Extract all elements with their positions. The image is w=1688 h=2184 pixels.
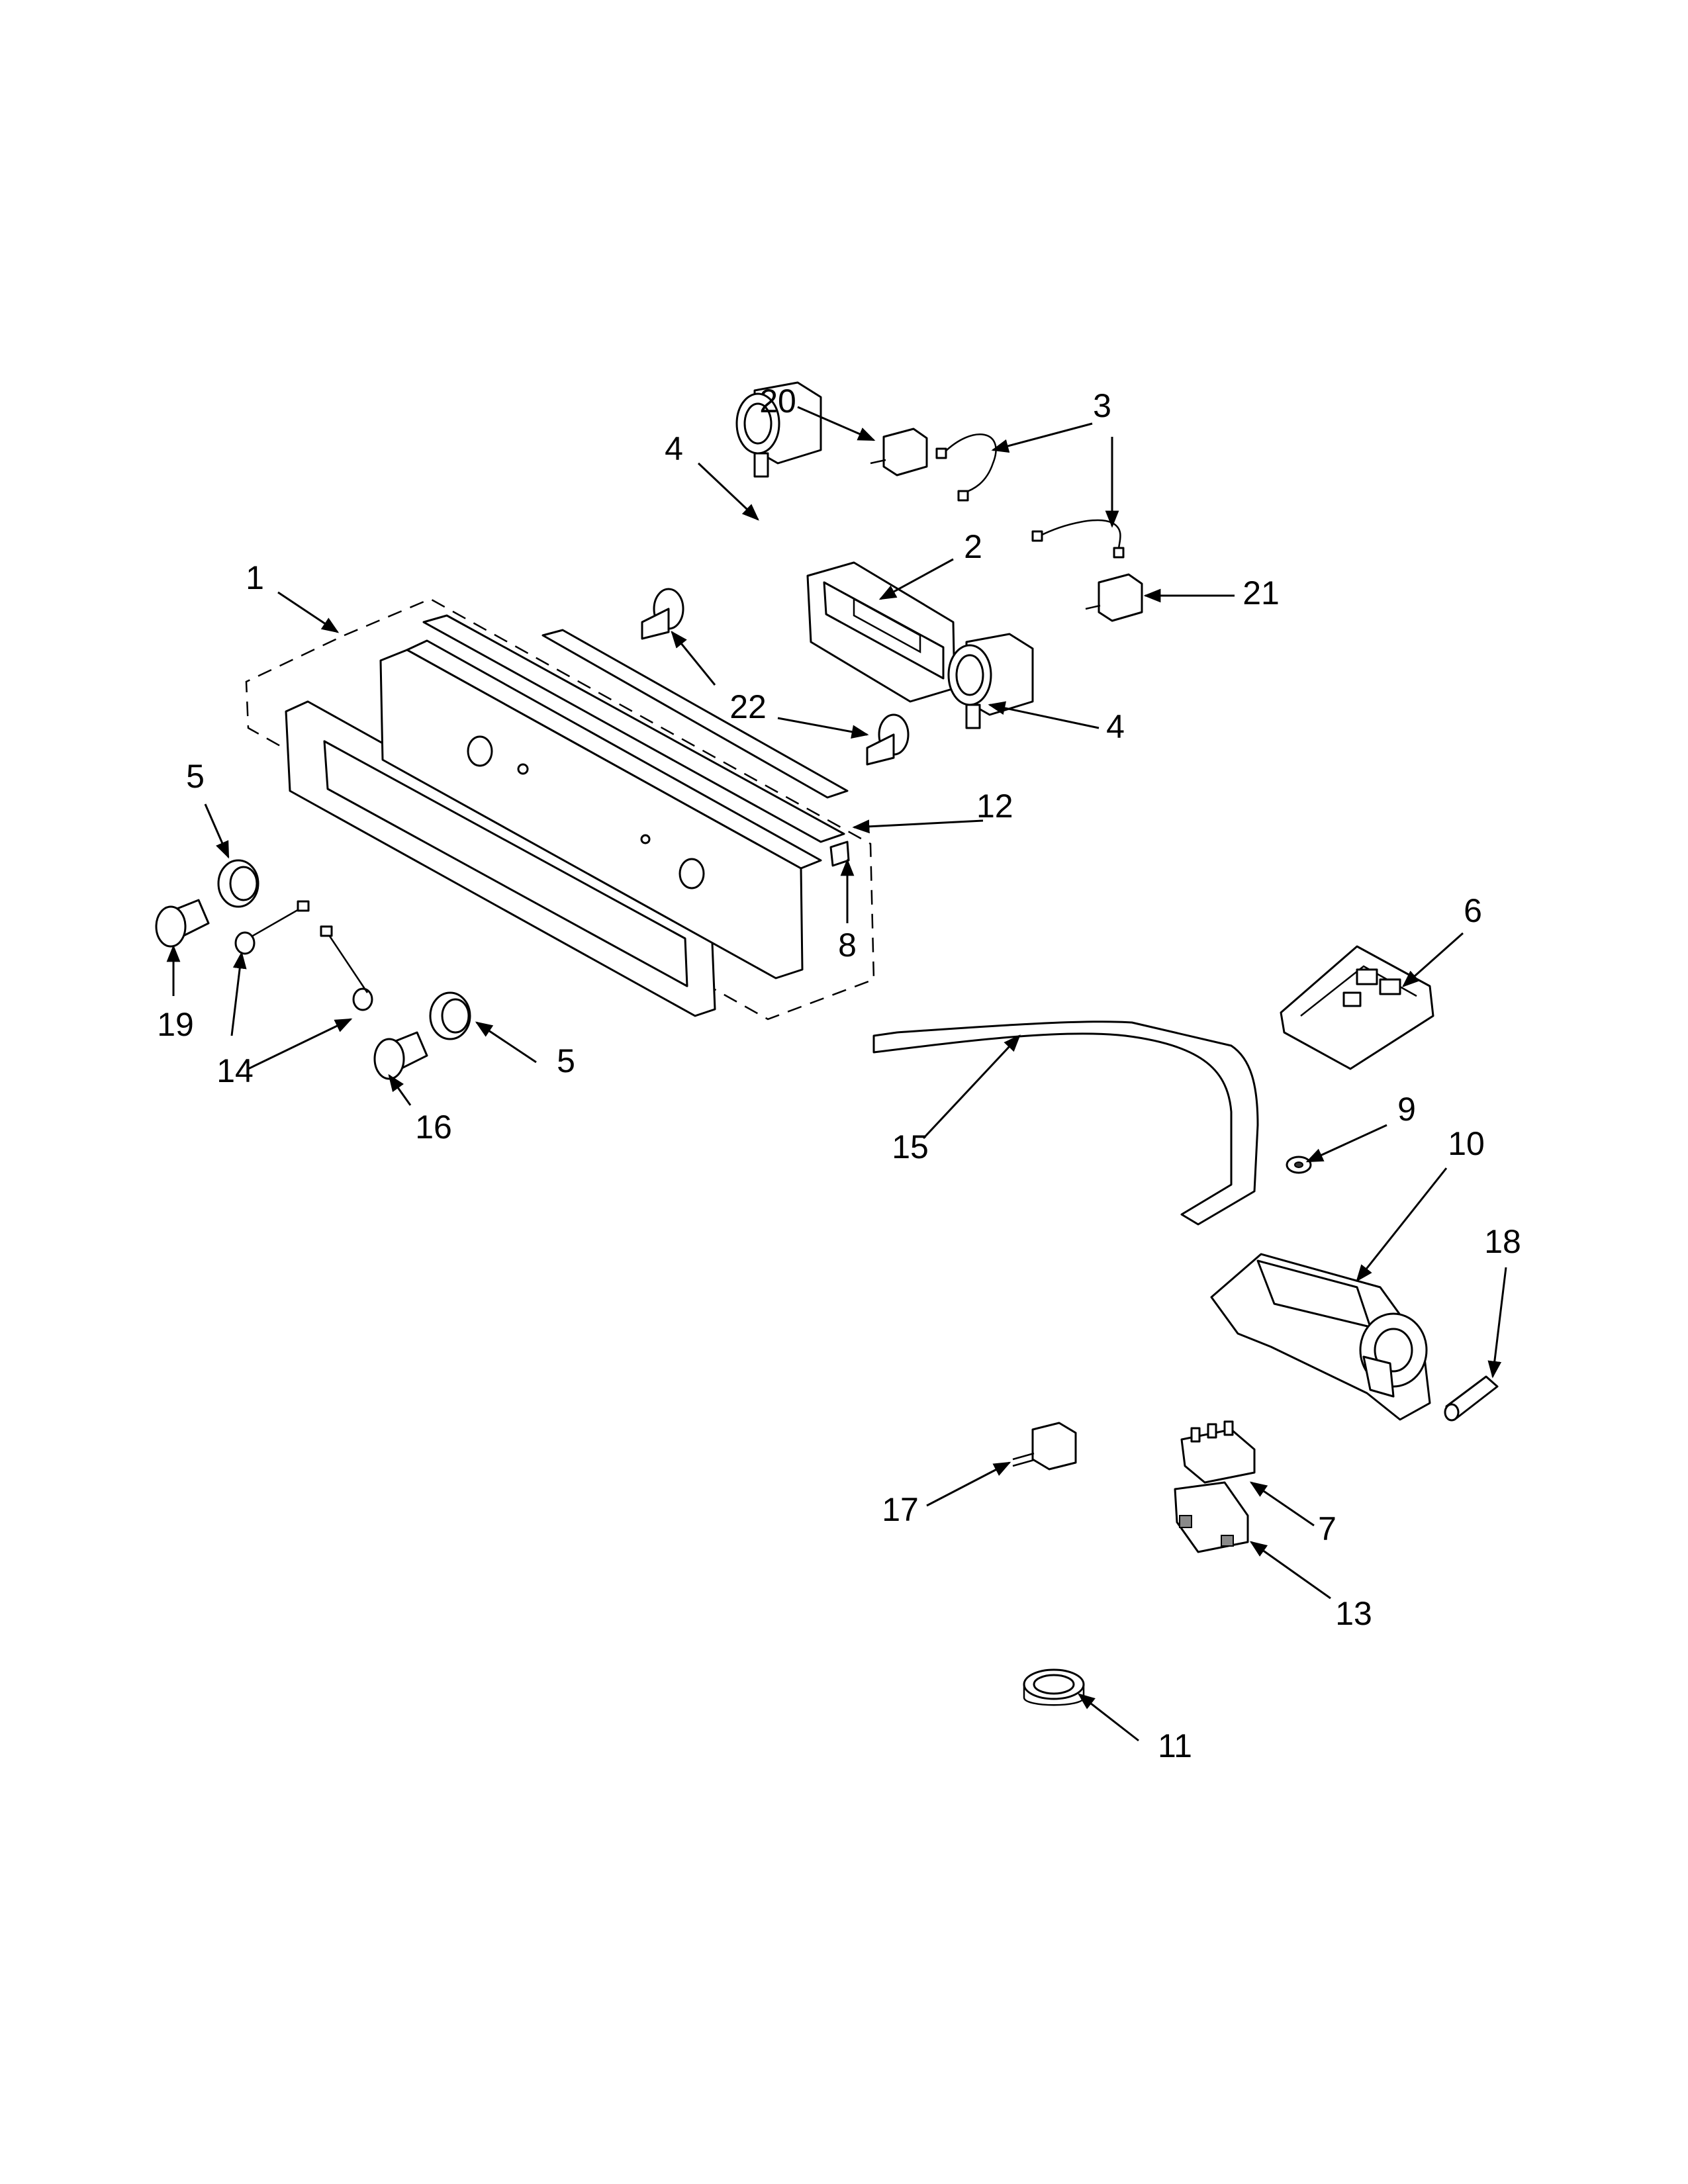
callout-22: 22: [729, 688, 767, 725]
callout-16: 16: [415, 1109, 452, 1146]
callout-19: 19: [157, 1006, 194, 1043]
cooling-fan-assembly: [1210, 1253, 1431, 1421]
callout-5-bottom: 5: [557, 1042, 575, 1079]
knob-bezel-right: [429, 991, 471, 1040]
washer: [1286, 1156, 1312, 1174]
trim-strip-rear: [541, 629, 849, 799]
knob-light-left: [234, 900, 310, 955]
knob-left: [155, 899, 210, 948]
callout-20: 20: [759, 383, 796, 420]
switch-right: [1085, 573, 1143, 622]
callout-9: 9: [1397, 1091, 1416, 1128]
callout-14: 14: [216, 1052, 254, 1089]
knob-bezel-left: [217, 859, 259, 908]
wire-harness-top: [935, 433, 997, 502]
callout-4-bottom: 4: [1106, 708, 1125, 745]
callout-labels: 1 2 3 3 4 4 5 5 6 7 8 9 10 11 12 13 14 1…: [157, 383, 1521, 1764]
callout-21: 21: [1243, 574, 1280, 612]
control-board: [1280, 945, 1434, 1070]
selector-switch: [1012, 1422, 1077, 1471]
callout-7: 7: [1318, 1510, 1336, 1547]
terminal-block: [1180, 1420, 1256, 1484]
callout-2: 2: [964, 528, 982, 565]
callout-4-top: 4: [665, 430, 683, 467]
control-panel-assembly: [245, 598, 875, 1021]
leader-lines: [166, 406, 1507, 1742]
door-seal: [872, 1021, 1259, 1226]
callout-8: 8: [838, 927, 857, 964]
grommet-bottom: [866, 713, 910, 766]
small-hole-2: [640, 834, 651, 844]
grommet-top: [641, 588, 684, 640]
knob-light-right: [320, 925, 373, 1011]
switch-top: [870, 428, 928, 477]
callout-17: 17: [882, 1491, 919, 1528]
knob-hole-left: [467, 735, 493, 767]
callout-11: 11: [1158, 1727, 1192, 1764]
callout-6: 6: [1464, 892, 1482, 929]
callout-3: 3: [1093, 387, 1111, 424]
end-cap: [829, 841, 850, 867]
callout-12: 12: [976, 788, 1013, 825]
knob-right: [373, 1031, 428, 1080]
callout-15: 15: [892, 1128, 929, 1165]
assembly-outline: [245, 598, 875, 1021]
bushing: [1023, 1668, 1085, 1706]
encoder-housing-bottom: [947, 633, 1034, 729]
fuse: [1444, 1375, 1499, 1422]
wire-harness-right: [1031, 519, 1125, 559]
callout-5-top: 5: [186, 758, 205, 795]
knob-hole-right: [679, 858, 705, 889]
door-switch: [1174, 1481, 1249, 1553]
front-panel-window: [323, 740, 688, 987]
callout-1: 1: [246, 559, 264, 596]
callout-18: 18: [1484, 1223, 1521, 1260]
encoder-housing-top: [735, 381, 822, 478]
small-hole-1: [517, 763, 529, 775]
trim-strip: [422, 614, 845, 843]
control-panel-top-edge: [406, 639, 822, 870]
callout-13: 13: [1335, 1595, 1372, 1632]
display-board: [806, 561, 956, 703]
callout-10: 10: [1448, 1125, 1485, 1162]
